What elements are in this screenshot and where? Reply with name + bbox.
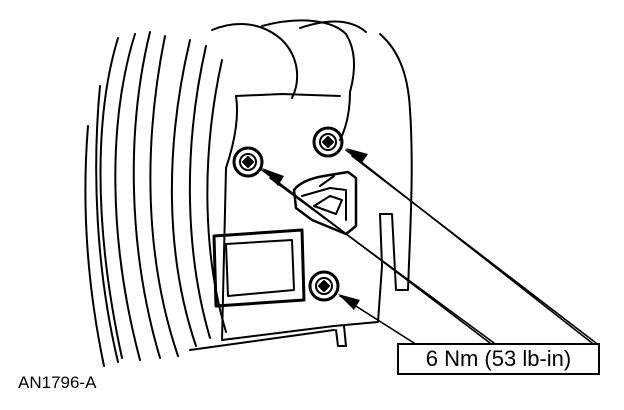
upper-panel-edges: [211, 19, 411, 141]
center-bracket: [292, 170, 358, 236]
arrowheads: [262, 148, 368, 310]
figure-id-label: AN1796-A: [18, 373, 97, 392]
bolt-icon: [232, 146, 264, 178]
bolt-icon: [308, 270, 340, 302]
bolt-icon: [312, 126, 344, 158]
square-opening: [212, 228, 306, 308]
leader-lines: [261, 149, 597, 344]
panel-outline: [189, 93, 413, 351]
body-contour-lines: [84, 31, 227, 367]
torque-callout: 6 Nm (53 lb-in): [397, 343, 600, 375]
